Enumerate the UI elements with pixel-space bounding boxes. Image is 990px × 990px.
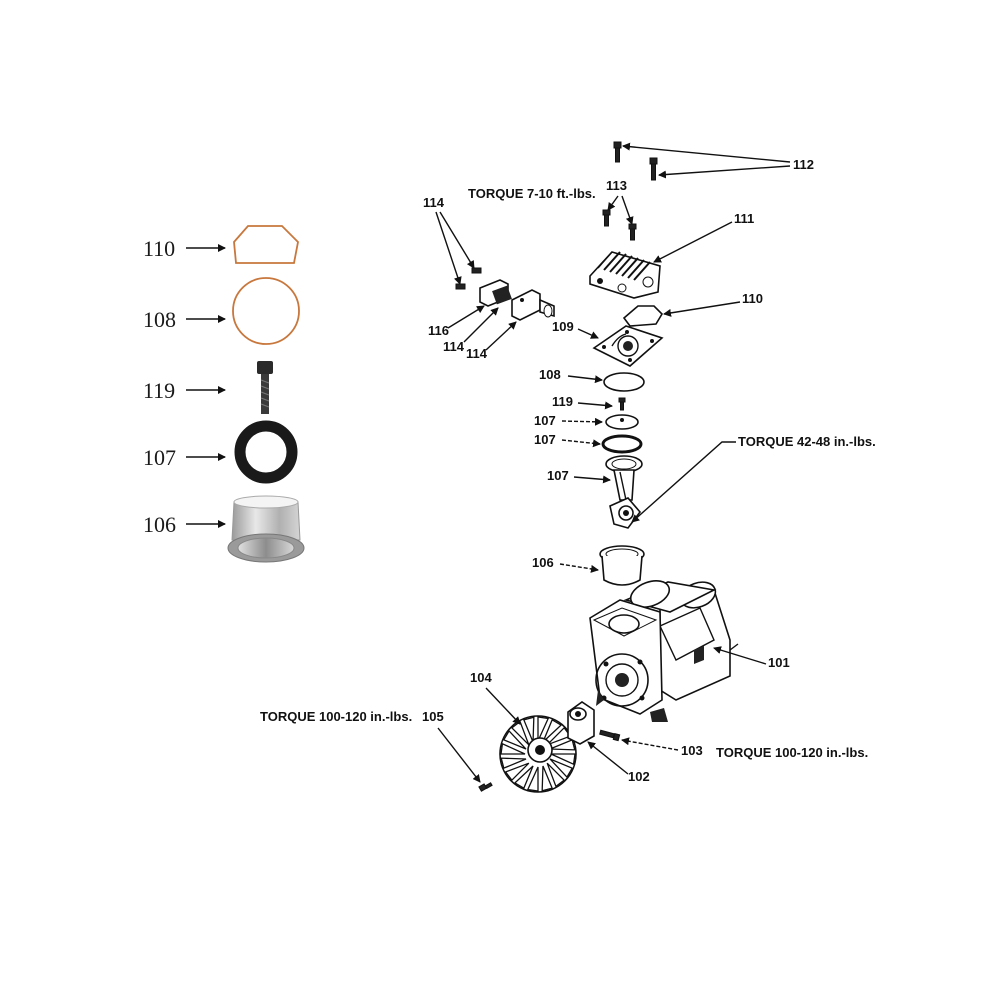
- fan-blade: [550, 753, 576, 766]
- callout-110: 110: [742, 291, 763, 306]
- leader-107a: [561, 417, 603, 426]
- leader-105: [437, 727, 481, 783]
- fan-blade: [502, 729, 527, 750]
- leader-114b: [439, 211, 475, 269]
- fan-blade: [526, 766, 539, 792]
- bolts-112-part: [613, 141, 658, 181]
- callout-116: 116: [428, 323, 449, 338]
- leader-108: [567, 375, 603, 384]
- gasket-110-part: [233, 225, 299, 264]
- callout-119: 119: [552, 394, 573, 409]
- leader-torque-rod: [631, 441, 736, 523]
- leader-107b: [561, 439, 601, 448]
- callout-114-low: 114: [466, 346, 488, 361]
- screw-119-part: [257, 361, 273, 414]
- leader-112b: [658, 165, 791, 179]
- callout-107-b: 107: [534, 432, 556, 447]
- fan-blade: [513, 765, 534, 790]
- torque-note-rod: TORQUE 42-48 in.-lbs.: [738, 434, 876, 449]
- callout-111: 111: [734, 211, 754, 226]
- o-ring-108-part: [232, 277, 300, 345]
- fan-blade: [541, 765, 554, 792]
- fan-blade: [542, 718, 563, 743]
- fan-blade: [500, 757, 527, 770]
- leader-113a: [607, 195, 619, 211]
- leader-109: [577, 328, 599, 339]
- bolt-105-part: [478, 782, 493, 792]
- callout-106: 106: [532, 555, 554, 570]
- callout-108: 108: [539, 367, 561, 382]
- leader-114d: [485, 321, 517, 351]
- callout-105: 105: [422, 709, 444, 724]
- leader-112a: [622, 142, 791, 163]
- screw-103-part: [599, 729, 621, 742]
- leader-102: [587, 741, 629, 775]
- callout-107-a: 107: [534, 413, 556, 428]
- leader-116: [447, 305, 485, 329]
- inset-label-107: 107: [143, 445, 176, 470]
- cylinder-head-111-part: [589, 251, 661, 299]
- callout-114-top: 114: [423, 195, 445, 210]
- sleeve-106-main-part: [599, 545, 645, 586]
- callout-112: 112: [793, 157, 814, 172]
- callout-109: 109: [552, 319, 574, 334]
- callout-104: 104: [470, 670, 492, 685]
- screw-119-main-part: [618, 397, 626, 411]
- motor-crankcase-101-part: [589, 580, 739, 722]
- fan-adapter-102-part: [567, 701, 595, 745]
- inset-label-119: 119: [143, 378, 175, 403]
- reed-valve-assembly-part: [455, 267, 555, 321]
- torque-note-head-bolts: TORQUE 7-10 ft.-lbs.: [468, 186, 596, 201]
- fan-104-part: [499, 715, 577, 793]
- leader-119: [577, 401, 613, 410]
- inset-label-106: 106: [143, 512, 176, 537]
- ring-107-main-part: [601, 434, 643, 454]
- retainer-107-hole: [620, 418, 624, 422]
- leader-101: [713, 646, 767, 665]
- inset-panel: 110 108 119 107 106: [143, 225, 305, 563]
- leader-107c: [573, 475, 611, 484]
- torque-note-adapter: TORQUE 100-120 in.-lbs.: [716, 745, 868, 760]
- fan-blade: [546, 762, 566, 788]
- fan-blade: [510, 720, 530, 746]
- leader-103: [621, 737, 679, 751]
- leader-114a: [435, 211, 462, 285]
- gasket-110-main-part: [622, 305, 664, 327]
- o-ring-108-main-part: [603, 372, 645, 392]
- torque-note-fan: TORQUE 100-120 in.-lbs.: [260, 709, 412, 724]
- fan-blade: [500, 742, 526, 755]
- fan-blade: [537, 716, 550, 742]
- callout-107-c: 107: [547, 468, 569, 483]
- fan-blade: [549, 758, 574, 779]
- inset-label-110: 110: [143, 236, 175, 261]
- leader-110: [663, 301, 741, 317]
- callout-101: 101: [768, 655, 790, 670]
- leader-104: [485, 687, 521, 725]
- ring-107-part: [234, 420, 298, 484]
- callout-113: 113: [606, 178, 627, 193]
- fan-blade: [522, 716, 535, 743]
- callout-103: 103: [681, 743, 703, 758]
- cylinder-sleeve-106-part: [227, 495, 305, 563]
- callout-114-mid: 114: [443, 339, 465, 354]
- leader-111: [653, 221, 733, 263]
- fan-blade: [549, 738, 576, 751]
- leader-106: [559, 563, 599, 573]
- inset-label-108: 108: [143, 307, 176, 332]
- callout-102: 102: [628, 769, 650, 784]
- leader-114c: [463, 307, 499, 343]
- fan-blade: [504, 762, 530, 782]
- bolts-113-part: [602, 209, 637, 241]
- leader-113b: [621, 195, 634, 225]
- valve-plate-109-part: [592, 325, 664, 367]
